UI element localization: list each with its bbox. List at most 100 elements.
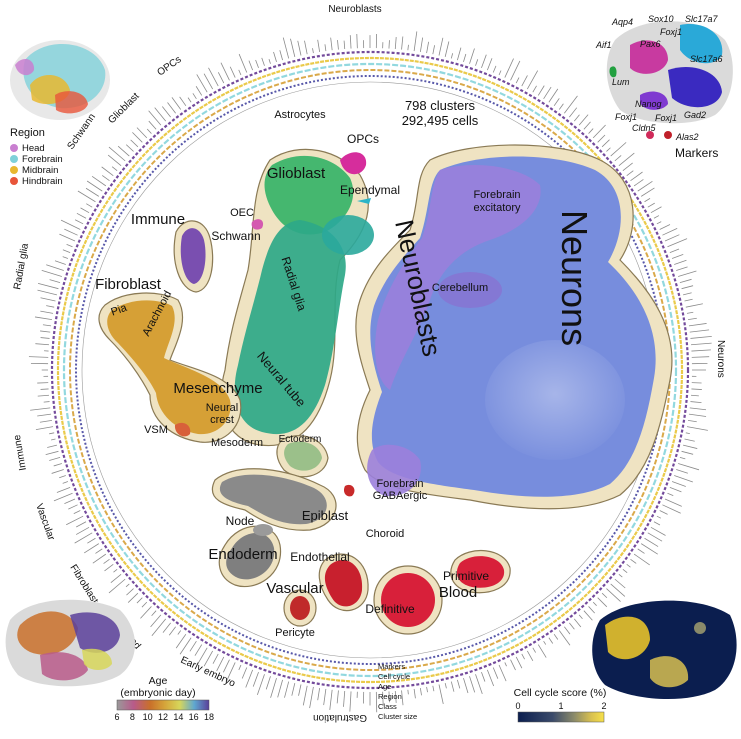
track-legend-class: Class [378,702,397,711]
cluster-size-bar [102,175,109,180]
pericyte-cluster [290,596,310,620]
gene-aqp4: Aqp4 [611,17,633,27]
cluster-size-bar [408,690,409,694]
gene-alas2: Alas2 [675,132,699,142]
label-fibroblast: Fibroblast [95,276,162,293]
cluster-size-bar [86,188,99,196]
cluster-size-bar [188,98,191,103]
region-mini-map [10,40,110,120]
cluster-size-bar [672,481,686,486]
cluster-size-bar [654,216,659,219]
region-label-forebrain: Forebrain [22,154,63,165]
cluster-size-bar [689,323,707,325]
label-astrocytes: Astrocytes [274,109,326,121]
cluster-size-bar [292,683,295,696]
cluster-size-bar [63,250,70,253]
region-legend-title: Region [10,127,45,139]
label-forebrain-excitatory: Forebrain [473,189,520,201]
region-legend: Region Head Forebrain Midbrain Hindbrain [10,40,110,187]
label-vascular: Vascular [266,580,323,597]
gene-gad2: Gad2 [684,110,706,120]
cluster-size-bar [190,641,196,651]
cluster-size-bar [163,623,171,633]
cluster-size-bar [68,505,77,509]
cluster-size-bar [61,220,80,229]
cluster-size-bar [457,680,459,688]
region-swatch-forebrain [10,155,18,163]
cluster-size-bar [155,108,166,121]
cluster-size-bar [516,78,519,84]
cluster-size-bar [218,72,223,83]
cluster-size-bar [667,493,673,495]
cluster-size-bar [40,331,50,332]
cluster-size-bar [623,163,633,171]
cluster-size-bar [93,554,106,563]
label-primitive: Primitive [443,569,489,583]
track-legend-age: Age [378,682,391,691]
label-node: Node [226,514,255,528]
label-ectoderm: Ectoderm [279,434,322,445]
cluster-size-bar [128,593,138,602]
cluster-size-bar [290,39,294,57]
cluster-size-bar [151,615,161,627]
summary-cells: 292,495 cells [402,113,479,128]
cluster-size-bar [660,224,670,229]
region-swatch-midbrain [10,166,18,174]
cluster-size-bar [544,641,546,644]
gene-slc17a7: Slc17a7 [685,14,719,24]
gene-foxj1-b: Foxj1 [615,112,637,122]
region-swatch-head [10,144,18,152]
label-epiblast: Epiblast [302,508,349,523]
cluster-size-bar [46,265,64,271]
cluster-size-bar [256,60,259,68]
cluster-size-bar [470,676,475,692]
age-tick-label: 14 [173,712,183,722]
cluster-size-bar [634,179,643,185]
cluster-size-bar [87,538,95,543]
cluster-size-bar [66,516,83,525]
cluster-size-bar [303,686,307,706]
cluster-size-bar [627,564,631,567]
cluster-size-bar [131,140,138,147]
cluster-size-bar [77,213,86,218]
cluster-size-bar [169,627,175,635]
cluster-size-bar [47,445,57,447]
cellcycle-legend-title: Cell cycle score (%) [514,687,607,699]
cluster-size-bar [64,499,75,504]
cluster-size-bar [299,685,301,696]
region-swatch-hindbrain [10,177,18,185]
cluster-size-bar [690,330,709,332]
age-legend-title: Age [149,675,168,687]
label-definitive: Definitive [365,602,415,616]
age-tick-label: 8 [130,712,135,722]
definitive-cluster [381,573,435,627]
label-crest: crest [210,414,234,426]
cluster-size-bar [687,427,708,431]
cluster-size-bar [54,493,73,501]
cluster-size-bar [505,662,507,666]
cluster-size-bar [470,48,475,63]
cluster-size-bar [615,155,621,160]
cluster-size-bar [109,147,125,161]
cluster-size-bar [217,657,224,671]
cluster-size-bar [109,579,125,593]
cluster-size-bar [685,299,693,301]
cluster-size-bar [344,41,345,49]
cluster-size-bar [76,527,89,534]
cluster-size-bar [52,470,64,474]
label-gabaergic: GABAergic [373,490,428,502]
cluster-size-bar [549,638,553,644]
cluster-size-bar [584,611,592,621]
cluster-size-bar [645,538,659,546]
cluster-size-bar [493,667,498,678]
cluster-size-bar [269,59,271,64]
cluster-size-bar [602,593,607,598]
cluster-size-bar [35,317,52,320]
cluster-size-bar [648,203,655,207]
cluster-size-bar [623,569,627,572]
cluster-size-bar [598,135,605,142]
cluster-size-bar [67,244,73,246]
